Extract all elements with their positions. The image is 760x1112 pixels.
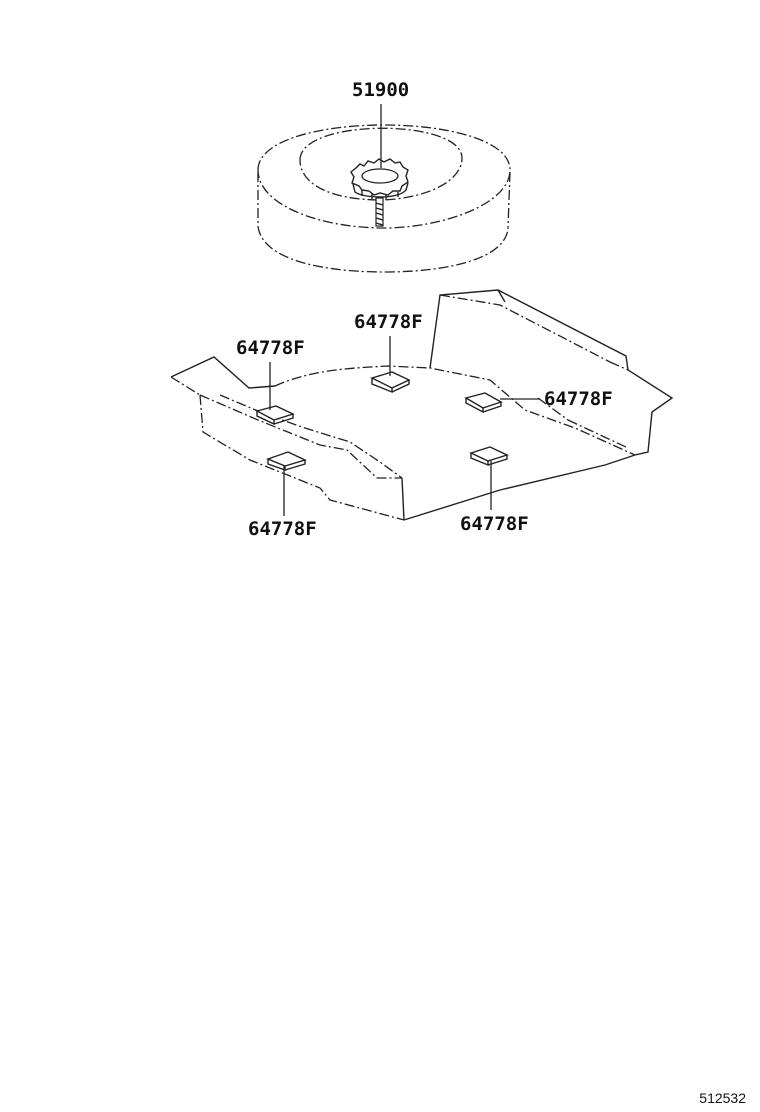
diagram-id: 512532	[699, 1090, 746, 1106]
label-pad-top: 64778F	[354, 311, 423, 333]
pad-right-lower	[469, 446, 509, 467]
label-pad-left-lower: 64778F	[248, 518, 317, 540]
label-pad-right-lower: 64778F	[460, 513, 529, 535]
label-pad-left-upper: 64778F	[236, 337, 305, 359]
pad-left-lower	[266, 451, 307, 471]
label-pad-right-upper: 64778F	[544, 388, 613, 410]
pad-top	[370, 371, 411, 394]
pad-right-upper	[464, 392, 503, 414]
label-spare-wheel: 51900	[352, 79, 409, 101]
wheel-hold-down-clamp-icon	[350, 158, 409, 227]
spare-tire	[257, 124, 511, 273]
